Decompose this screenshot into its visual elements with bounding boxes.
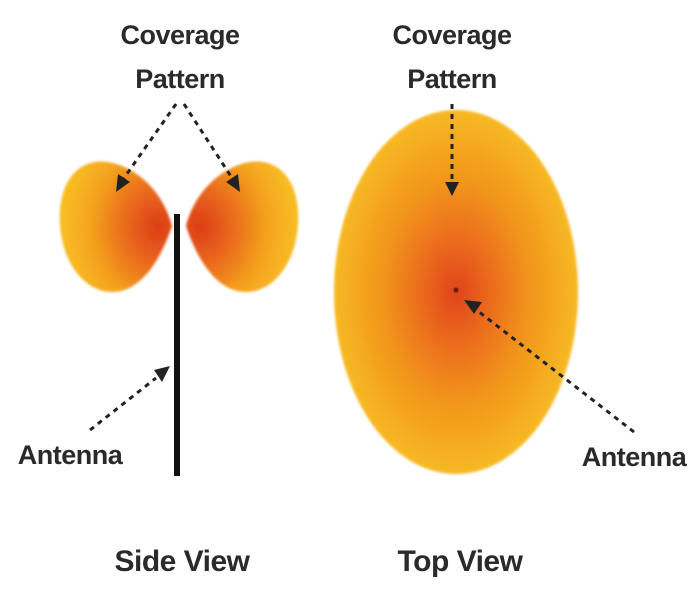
side-view-coverage-label-line1: Coverage (120, 20, 240, 50)
top-view-coverage-label-line1: Coverage (392, 20, 512, 50)
top-view-coverage-label-line2: Pattern (407, 64, 497, 94)
top-view-antenna-label: Antenna (582, 442, 688, 472)
side-view-caption: Side View (114, 545, 250, 578)
side-view-right-lobe (186, 162, 298, 292)
side-view-antenna-mast (174, 214, 180, 476)
top-view-antenna-point (454, 288, 459, 293)
side-view-arrow-to-antenna (90, 378, 156, 430)
side-view-left-lobe (60, 162, 172, 292)
side-view-antenna-label: Antenna (18, 440, 124, 470)
top-view: Coverage Pattern Antenna Top View (334, 20, 688, 578)
side-view-arrow-to-left-lobe (124, 104, 176, 178)
side-view-arrow-to-right-lobe (184, 104, 232, 178)
side-view-coverage-label-line2: Pattern (135, 64, 225, 94)
top-view-caption: Top View (398, 545, 524, 578)
side-view-antenna-arrowhead-icon (154, 366, 170, 382)
side-view: Coverage Pattern Antenna Side View (18, 20, 298, 578)
